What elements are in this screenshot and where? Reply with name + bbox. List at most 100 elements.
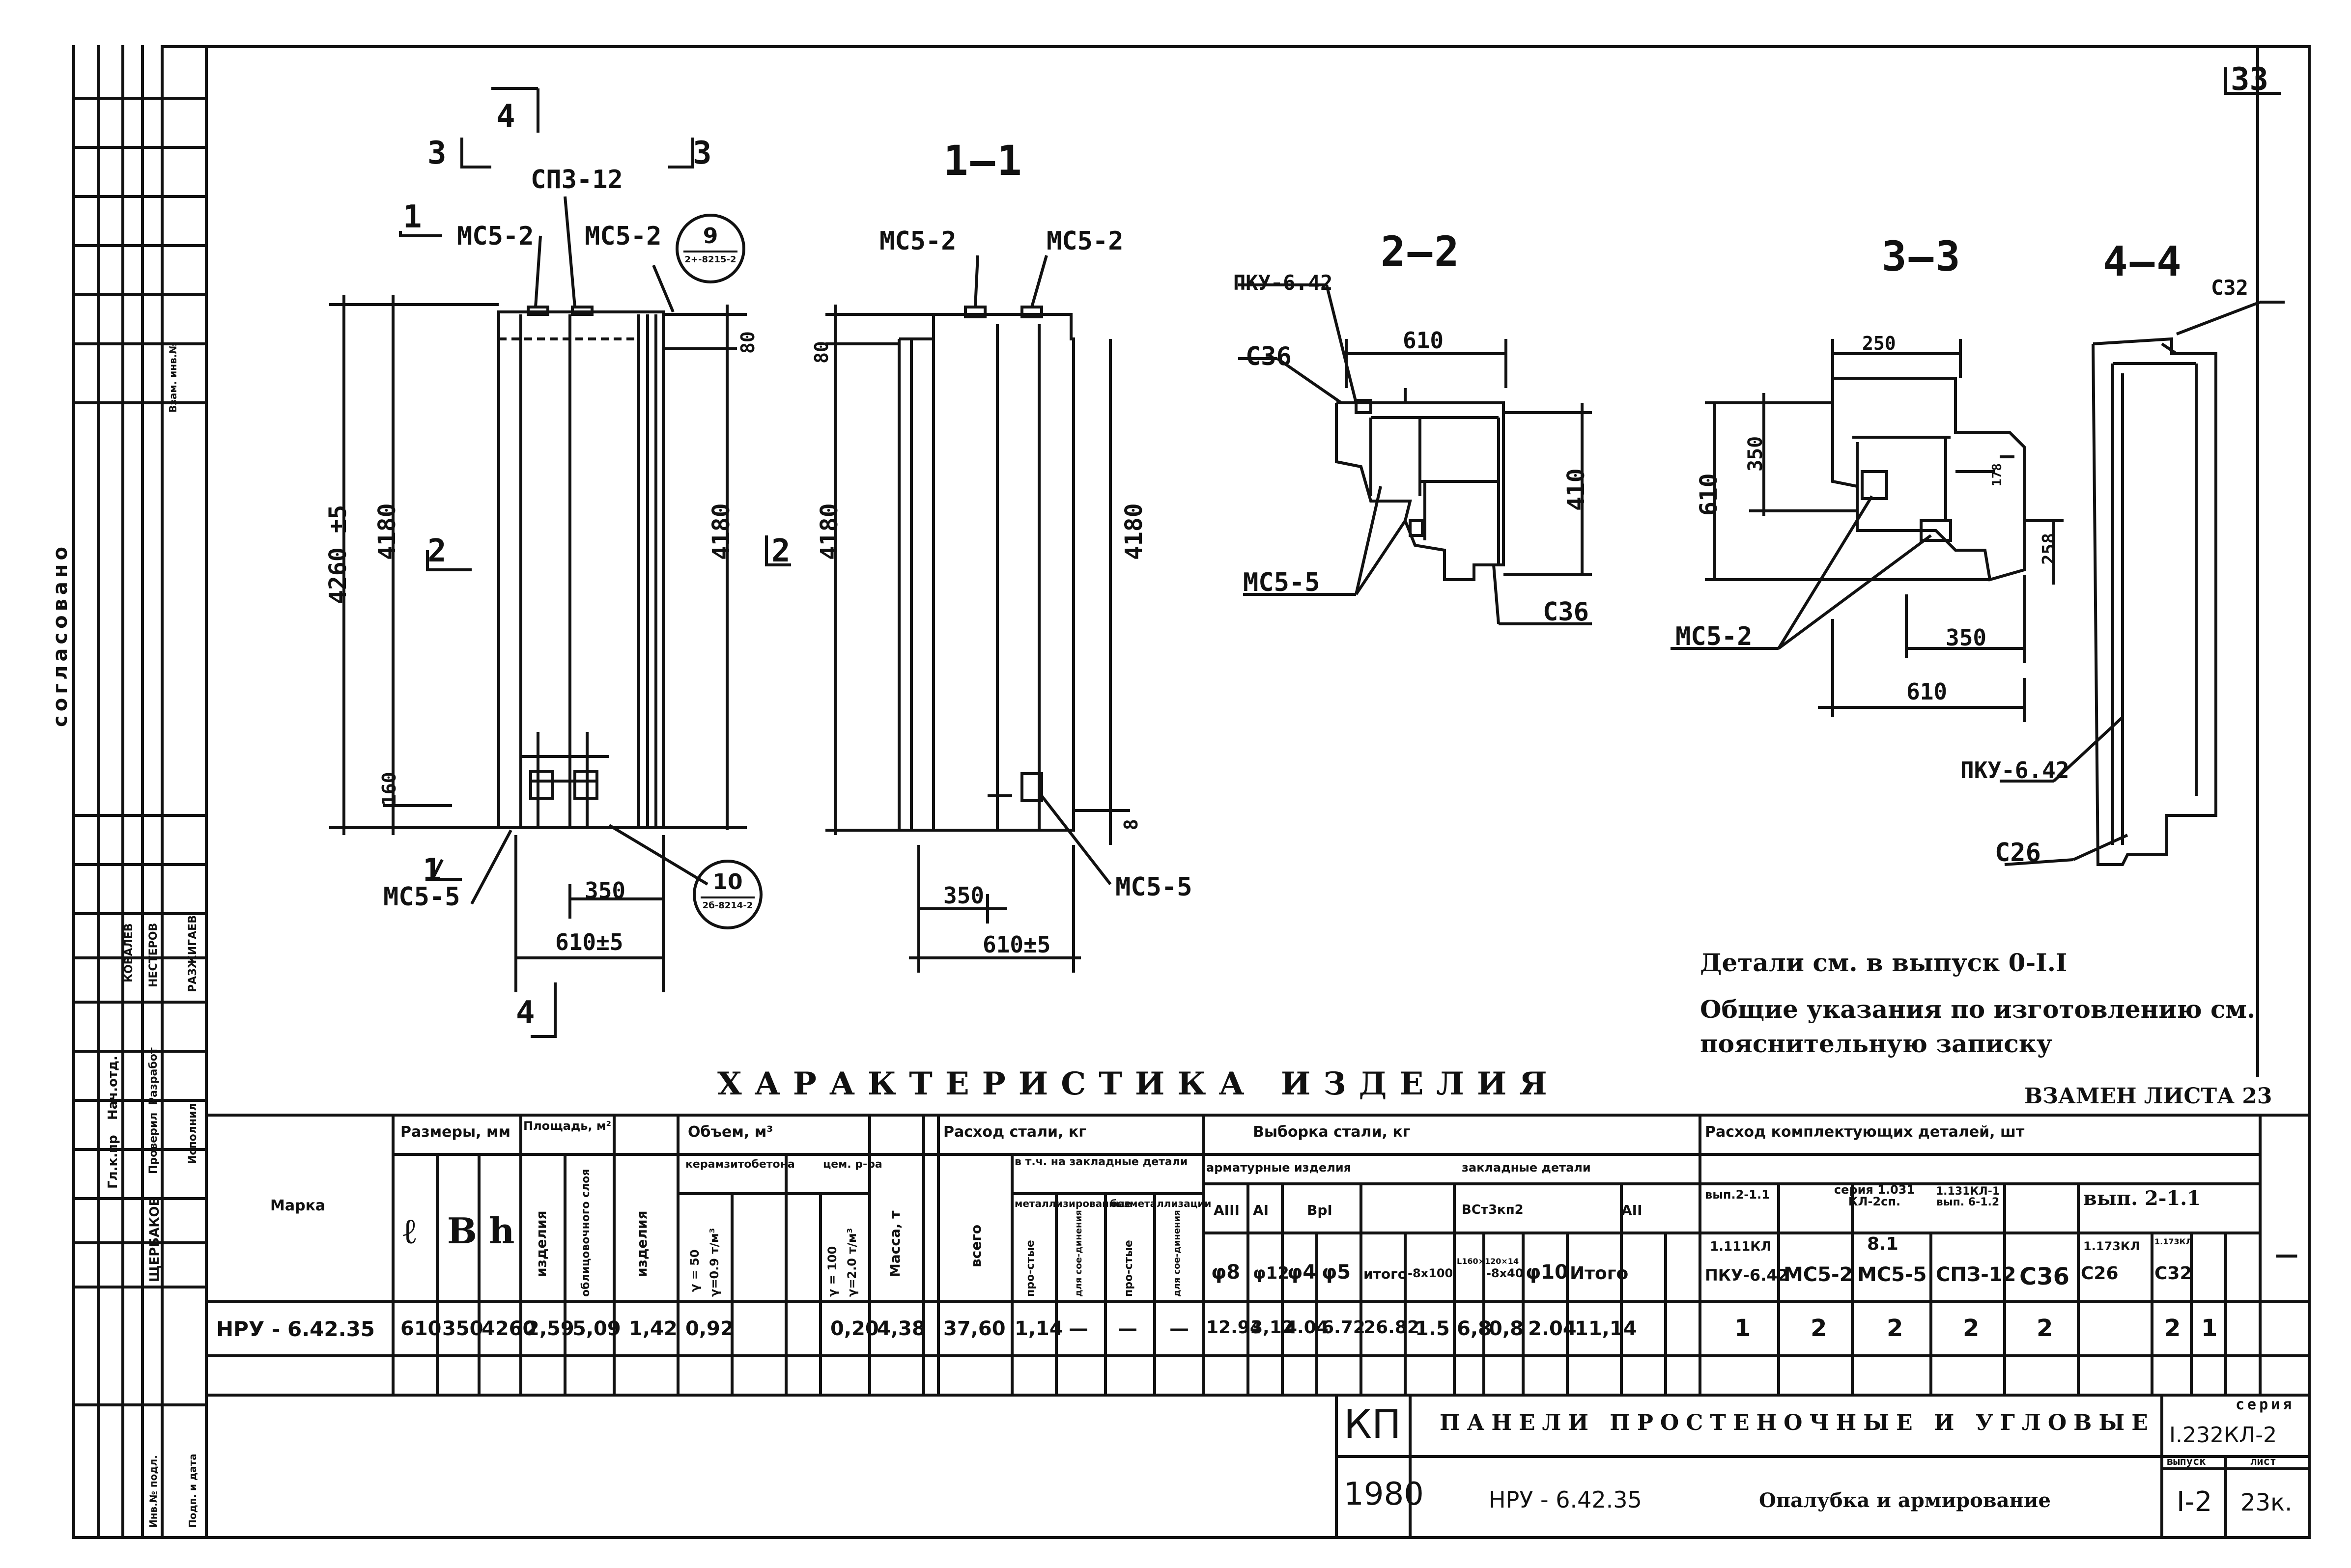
row-c32: 1	[2201, 1315, 2218, 1342]
callout-9-number: 9	[703, 224, 718, 249]
label-2-2-c36-a: С36	[1246, 342, 1292, 371]
sheet-number: 33	[2231, 61, 2269, 98]
title-year: 1980	[1344, 1476, 1424, 1512]
row-b: 350	[442, 1317, 483, 1340]
th-parts-sub-1: 1.111КЛ	[1710, 1239, 1772, 1254]
th-vol-izd: изделия	[634, 1210, 650, 1277]
dim-1-1-4180-left: 4180	[816, 503, 843, 560]
th-parts-sub-5: 1.173КЛ	[2154, 1237, 2192, 1246]
row-plate100: 1.5	[1415, 1317, 1450, 1340]
th-steel-sub-4: для сое-динения	[1172, 1210, 1182, 1297]
label-mc5-2-b: МС5-2	[585, 222, 662, 251]
title-sheet-label: лист	[2250, 1456, 2276, 1468]
row-spz: 2	[1963, 1315, 1980, 1342]
callout-10-number: 10	[712, 869, 743, 895]
th-col-itogo-emb: Итого	[1570, 1263, 1629, 1284]
cut-mark-3-right: 3	[693, 135, 712, 171]
th-area: Площадь, м²	[523, 1119, 612, 1133]
th-b: В	[447, 1210, 477, 1252]
th-parts-g1: вып.2-1.1	[1705, 1188, 1770, 1202]
th-steel-sub-2: для сое-динения	[1074, 1210, 1084, 1297]
label-3-3-mc5-2: МС5-2	[1675, 622, 1753, 651]
th-part-pku: ПКУ-6.42	[1705, 1266, 1788, 1285]
th-vol-ker-b: γ=0.9 т/м³	[708, 1228, 721, 1297]
row-l: 610	[400, 1317, 442, 1340]
label-mc5-5: МС5-5	[383, 882, 460, 912]
cut-mark-1-bottom: 1	[423, 852, 442, 889]
row-f5: 6.72	[1322, 1317, 1365, 1338]
section-title-3-3: 3—3	[1882, 232, 1962, 280]
th-vol-cem-a: γ = 100	[825, 1246, 839, 1297]
row-mc5-5: 2	[1887, 1315, 1903, 1342]
dim-160: 160	[378, 772, 400, 806]
row-vol-cem: 0,20	[830, 1317, 879, 1340]
row-vol-ker: 0,92	[685, 1317, 734, 1340]
title-name: ПАНЕЛИ ПРОСТЕНОЧНЫЕ И УГЛОВЫЕ	[1440, 1410, 2155, 1435]
row-plate40: 0,8	[1489, 1317, 1524, 1340]
dim-1-1-610: 610±5	[983, 931, 1051, 958]
row-area-izd: 2,59	[526, 1317, 574, 1340]
cut-mark-1-top: 1	[403, 199, 422, 235]
th-class-a3: АIII	[1214, 1202, 1240, 1218]
row-steel-b: —	[1069, 1317, 1088, 1340]
row-steel-a: 1,14	[1015, 1317, 1063, 1340]
dim-3-3-350-bottom: 350	[1946, 624, 1987, 651]
th-col-plate100: -8х100	[1408, 1266, 1453, 1280]
note-details: Детали см. в выпуск 0-I.I	[1700, 948, 2068, 977]
label-2-2-mc5-5: МС5-5	[1243, 568, 1320, 597]
th-parts-dash: —	[2275, 1241, 2298, 1268]
th-steel-sub-1: про-стые	[1024, 1240, 1037, 1297]
row-steel-c: —	[1118, 1317, 1137, 1340]
th-parts-sub-2: 8.1	[1867, 1234, 1898, 1254]
th-steel-sub-3: про-стые	[1123, 1240, 1135, 1297]
th-sizes: Размеры, мм	[400, 1123, 511, 1141]
th-steel-nomet: безметаллизации	[1110, 1198, 1212, 1209]
th-steel-emb: в т.ч. на закладные детали	[1015, 1156, 1188, 1168]
dim-2-2-410: 410	[1562, 468, 1590, 511]
th-col-itogo-arm: итого	[1363, 1266, 1407, 1282]
th-vol-ker: керамзитобетона	[685, 1158, 795, 1171]
th-col-plate40: -8х40	[1486, 1266, 1524, 1280]
row-h: 4260	[482, 1317, 537, 1340]
dim-4180-left: 4180	[373, 503, 401, 560]
th-sel-emb: закладные детали	[1462, 1161, 1591, 1175]
callout-10-text: 2б-8214-2	[701, 896, 755, 911]
margin-name-2: КОВАЛЕВ	[123, 923, 135, 982]
th-col-f8: φ8	[1211, 1261, 1241, 1284]
th-col-f10: φ10	[1526, 1261, 1568, 1284]
title-series: I.232КЛ-2	[2169, 1423, 2277, 1448]
margin-inv-2: Подп. и дата	[187, 1454, 198, 1528]
section-title-2-2: 2—2	[1381, 227, 1461, 276]
row-f8: 12.94	[1206, 1317, 1262, 1338]
th-class-a1: АI	[1253, 1202, 1269, 1218]
margin-name-1: ЩЕРБАКОВ	[147, 1196, 162, 1282]
label-1-1-mc5-2-b: МС5-2	[1047, 226, 1124, 256]
row-area-obl: 5,09	[572, 1317, 621, 1340]
margin-soglasovano: согласовано	[49, 543, 72, 727]
th-area-izd: изделия	[533, 1210, 549, 1277]
th-steel-met: металлизированные	[1015, 1198, 1132, 1209]
row-c26: 2	[2164, 1315, 2181, 1342]
replaces-sheet: ВЗАМЕН ЛИСТА 23	[2024, 1084, 2272, 1109]
th-parts-g2: серия 1.031 КЛ-2сп.	[1834, 1183, 1915, 1208]
title-series-label: серия	[2236, 1396, 2295, 1413]
row-c36: 2	[2037, 1315, 2053, 1342]
margin-role-3: Разработ	[147, 1047, 160, 1105]
note-general-2: пояснительную записку	[1700, 1029, 2052, 1058]
label-mc5-2-a: МС5-2	[457, 222, 534, 251]
row-itogo-arm: 26.82	[1363, 1317, 1419, 1338]
label-1-1-mc5-5: МС5-5	[1115, 872, 1192, 902]
section-title-4-4: 4—4	[2103, 237, 2183, 285]
dim-4260: 4260 ±5	[324, 504, 352, 604]
th-vol-cem: цем. р-ра	[823, 1158, 882, 1171]
margin-name-3: НЕСТЕРОВ	[147, 923, 160, 987]
dim-3-3-610-bottom: 610	[1906, 678, 1948, 705]
label-2-2-c36-b: С36	[1543, 597, 1589, 627]
margin-inv-1: Инв.№ подл.	[147, 1455, 159, 1528]
margin-role-5: Исполнил	[187, 1103, 199, 1164]
row-vol-izd: 1,42	[629, 1317, 678, 1340]
dim-2-2-610: 610	[1403, 327, 1444, 354]
th-part-c26: С26	[2081, 1263, 2119, 1284]
dim-350: 350	[585, 877, 626, 904]
th-steel: Расход стали, кг	[943, 1123, 1086, 1141]
